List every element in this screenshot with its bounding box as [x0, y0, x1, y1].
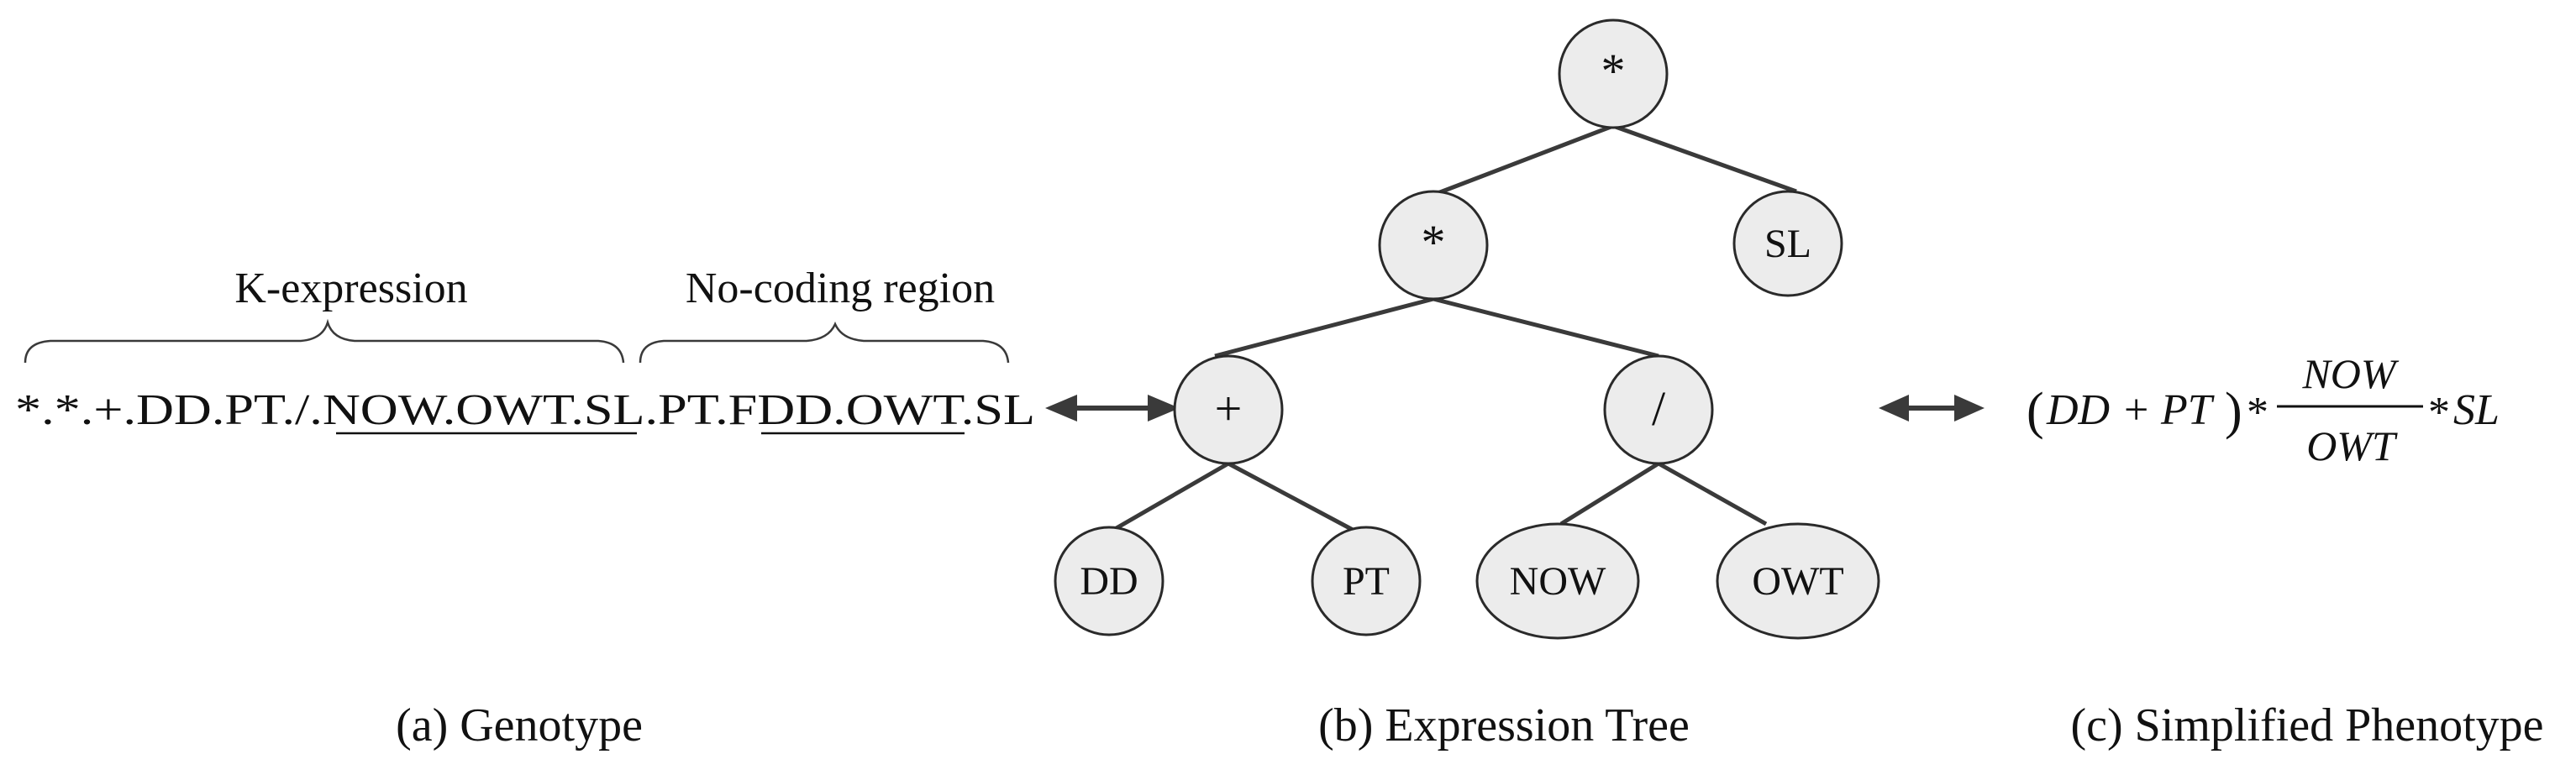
edge-div-now: [1559, 461, 1660, 526]
k-expression-brace: [24, 318, 625, 364]
seq-underlined-1: NOW.OWT.SL: [323, 386, 645, 434]
seq-underlined-2: DD.OWT: [757, 386, 964, 434]
edge-mul-div: [1433, 296, 1659, 359]
phenotype-formula: ( DD + PT ) * NOW OWT * SL: [2027, 350, 2500, 469]
svg-text:OWT: OWT: [1752, 559, 1843, 604]
fraction-numerator: NOW: [2301, 350, 2399, 397]
svg-text:+: +: [1215, 381, 1243, 436]
svg-text:/: /: [1652, 381, 1666, 436]
right-paren: ): [2225, 383, 2242, 440]
svg-text:DD: DD: [1080, 559, 1138, 604]
seq-head: *.*.+.DD.PT./.: [15, 386, 323, 434]
tree-node-root: *: [1558, 18, 1669, 129]
expression-tree: * * SL + / DD PT NOW: [1054, 18, 1880, 751]
tree-node-dd: DD: [1054, 526, 1164, 636]
plus-sign: +: [2124, 386, 2148, 434]
multiply-sign-1: *: [2247, 389, 2268, 437]
double-arrow-left: [1045, 395, 1180, 422]
seq-tail: .SL: [961, 386, 1035, 434]
multiply-sign-2: *: [2428, 389, 2450, 437]
double-arrow-right: [1879, 395, 1985, 422]
tree-node-multiply: *: [1378, 190, 1489, 301]
left-paren: (: [2027, 383, 2044, 440]
svg-text:*: *: [1601, 44, 1626, 98]
svg-text:PT: PT: [1343, 559, 1390, 604]
edge-div-owt: [1657, 461, 1768, 526]
svg-text:NOW: NOW: [1510, 559, 1606, 604]
k-expression-label: K-expression: [234, 264, 467, 312]
term-pt: PT: [2160, 386, 2215, 434]
term-dd: DD: [2046, 386, 2110, 434]
phenotype-caption: (c) Simplified Phenotype: [2070, 699, 2543, 751]
genotype-caption: (a) Genotype: [396, 699, 643, 751]
svg-text:SL: SL: [1764, 222, 1811, 266]
seq-mid: .PT.F: [645, 386, 758, 434]
fraction-denominator: OWT: [2306, 422, 2398, 469]
term-sl: SL: [2453, 386, 2500, 434]
expression-tree-caption: (b) Expression Tree: [1318, 699, 1690, 751]
edge-root-mul: [1433, 123, 1614, 197]
no-coding-region-label: No-coding region: [686, 264, 995, 312]
edge-plus-dd: [1107, 461, 1230, 535]
genotype-panel: K-expression No-coding region *.*.+.DD.P…: [15, 264, 1035, 751]
tree-node-divide: /: [1603, 354, 1714, 465]
edge-mul-plus: [1214, 296, 1434, 359]
tree-node-plus: +: [1173, 354, 1284, 465]
svg-text:*: *: [1422, 215, 1446, 270]
edge-plus-pt: [1227, 461, 1356, 533]
edge-root-sl: [1612, 123, 1797, 194]
tree-node-pt: PT: [1311, 526, 1422, 636]
tree-node-sl: SL: [1732, 190, 1843, 297]
tree-node-now: NOW: [1475, 522, 1640, 640]
no-coding-region-brace: [639, 321, 1010, 364]
tree-node-owt: OWT: [1716, 522, 1880, 640]
